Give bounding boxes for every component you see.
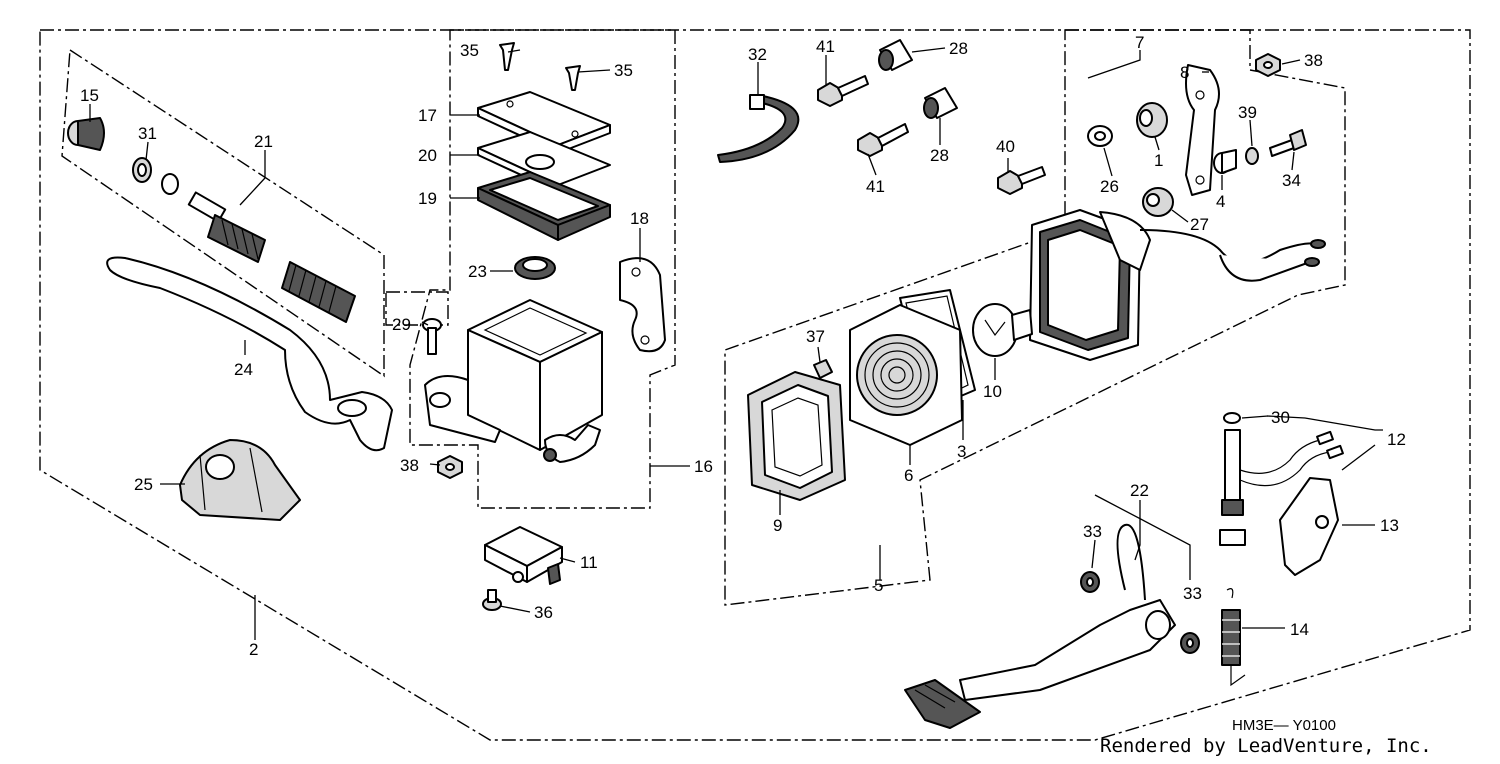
part-37-screw (813, 359, 833, 379)
part-15-boot (67, 117, 105, 151)
callout-6: 6 (904, 466, 913, 485)
callout-21: 21 (254, 132, 273, 151)
callout-33-a: 33 (1083, 522, 1102, 541)
part-39-washer (1245, 147, 1259, 165)
callout-38-b: 38 (1304, 51, 1323, 70)
callout-32: 32 (748, 45, 767, 64)
callout-28-a: 28 (949, 39, 968, 58)
part-32-band (717, 94, 800, 163)
part-12-stop-switch (1219, 412, 1344, 546)
part-20-plate (477, 131, 611, 193)
callout-37: 37 (806, 327, 825, 346)
callout-8: 8 (1180, 63, 1189, 82)
part-27-grommet (1142, 187, 1174, 217)
callout-39: 39 (1238, 103, 1257, 122)
part-14-spring (1221, 588, 1246, 687)
callout-1: 1 (1154, 151, 1163, 170)
part-34-bolt (1269, 129, 1307, 157)
part-24-lever (106, 256, 393, 452)
callout-35-a: 35 (460, 41, 479, 60)
callout-35-b: 35 (614, 61, 633, 80)
callout-26: 26 (1100, 177, 1119, 196)
diagram-code: HM3E— Y0100 (1232, 717, 1336, 734)
callout-11: 11 (580, 553, 598, 572)
part-31-seal (132, 157, 179, 195)
part-4-collar (1213, 149, 1237, 174)
callout-38-a: 38 (400, 456, 419, 475)
callout-15: 15 (80, 86, 99, 105)
callout-5: 5 (874, 576, 883, 595)
part-29-pivot-bolt (422, 318, 442, 355)
callout-12: 12 (1387, 430, 1406, 449)
part-36-screw (482, 589, 502, 611)
callout-16: 16 (694, 457, 713, 476)
callout-13: 13 (1380, 516, 1399, 535)
part-18-clamp (619, 257, 666, 353)
part-22-pedal (904, 523, 1176, 729)
part-19-diaphragm (477, 171, 611, 241)
callout-17: 17 (418, 106, 437, 125)
group-outlines (39, 29, 1471, 741)
callout-28-b: 28 (930, 146, 949, 165)
callout-40: 40 (996, 137, 1015, 156)
callouts: 15 31 21 24 25 2 35 35 17 20 19 18 23 29… (80, 33, 1406, 659)
callout-41-a: 41 (816, 37, 835, 56)
callout-20: 20 (418, 146, 437, 165)
callout-18: 18 (630, 209, 649, 228)
callout-24: 24 (234, 360, 253, 379)
leader-lines (89, 47, 1383, 640)
part-38-nut-left (437, 455, 463, 479)
callout-31: 31 (138, 124, 157, 143)
part-16-master-cylinder (424, 299, 603, 463)
part-8-bracket (1185, 64, 1220, 196)
part-21-piston-set (187, 191, 356, 323)
part-11-switch (484, 526, 563, 585)
part-26-collar (1087, 125, 1113, 147)
part-23-cap (514, 256, 556, 280)
callout-34: 34 (1282, 171, 1301, 190)
part-28-collars (878, 39, 958, 119)
part-10-bulb (972, 303, 1033, 357)
callout-10: 10 (983, 382, 1002, 401)
part-13-plate (1279, 477, 1339, 576)
callout-7: 7 (1135, 33, 1144, 52)
part-40-bolt (997, 166, 1046, 195)
callout-33-b: 33 (1183, 584, 1202, 603)
render-credit: Rendered by LeadVenture, Inc. (1100, 735, 1432, 757)
callout-9: 9 (773, 516, 782, 535)
part-41-bolts (817, 75, 909, 157)
part-25-holder (179, 439, 301, 521)
callout-3: 3 (957, 442, 966, 461)
callout-19: 19 (418, 189, 437, 208)
callout-36: 36 (534, 603, 553, 622)
callout-23: 23 (468, 262, 487, 281)
part-1-grommet (1136, 102, 1168, 138)
part-9-rim (747, 371, 846, 501)
callout-2: 2 (249, 640, 258, 659)
callout-22: 22 (1130, 481, 1149, 500)
callout-41-b: 41 (866, 177, 885, 196)
callout-14: 14 (1290, 620, 1309, 639)
callout-25: 25 (134, 475, 153, 494)
part-6-lens (849, 304, 963, 446)
callout-27: 27 (1190, 215, 1209, 234)
callout-29: 29 (392, 315, 411, 334)
callout-30: 30 (1271, 408, 1290, 427)
part-35-screws (499, 42, 581, 91)
callout-4: 4 (1216, 192, 1225, 211)
part-7-housing (1029, 209, 1326, 361)
part-38-nut-right (1255, 53, 1281, 77)
part-33-nuts (1080, 571, 1200, 654)
